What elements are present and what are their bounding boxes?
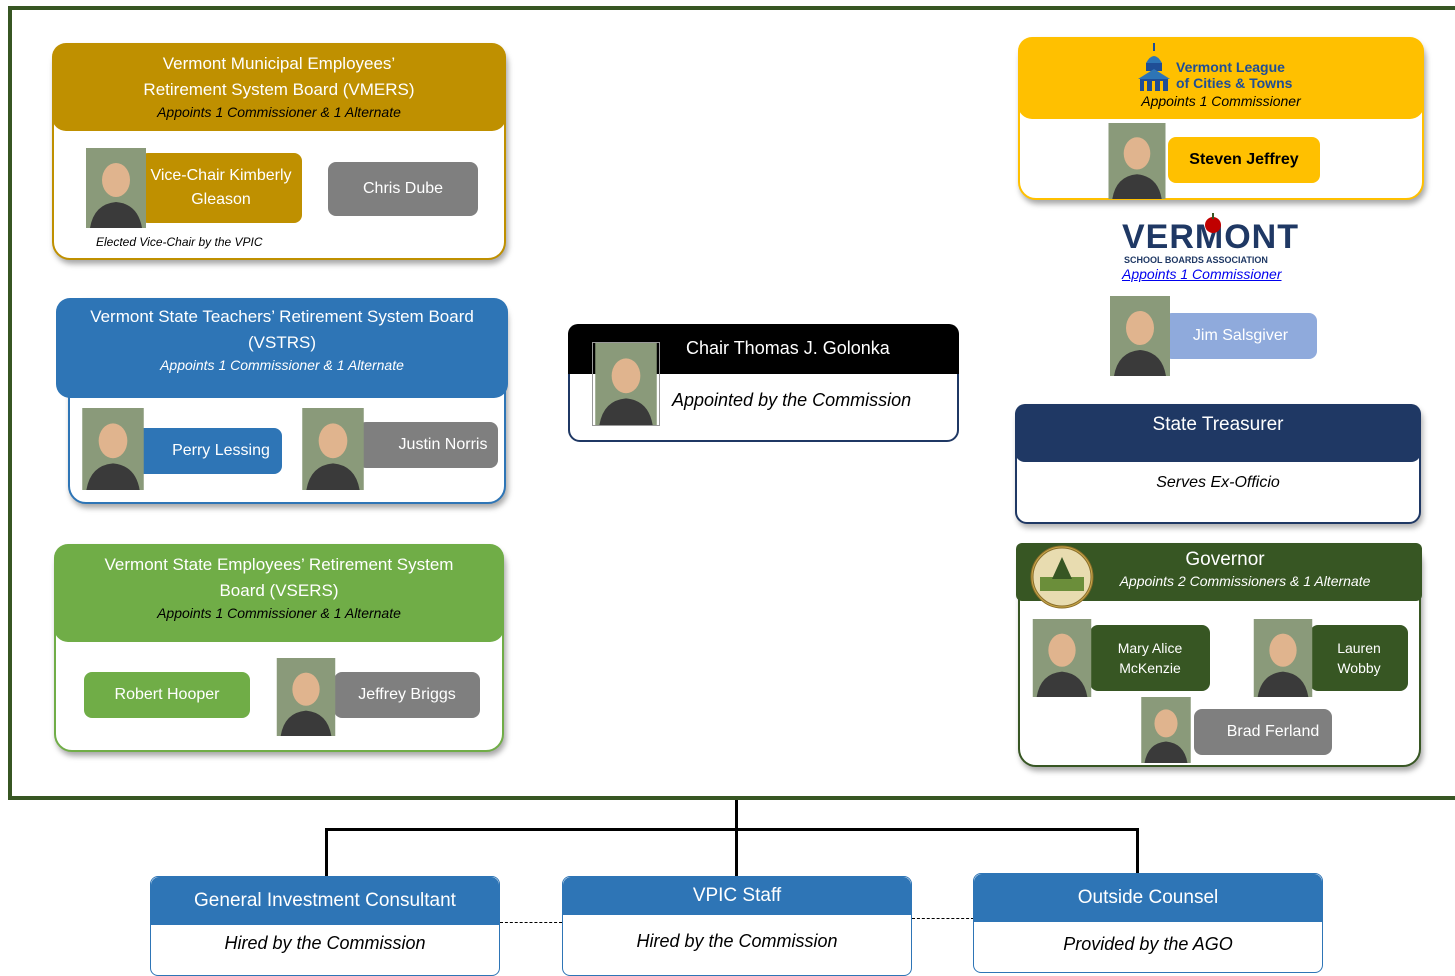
commission-frame bbox=[8, 6, 1455, 800]
vstrs-subtitle: Appoints 1 Commissioner & 1 Alternate bbox=[160, 357, 404, 373]
dashed-link-left bbox=[500, 922, 562, 923]
governor-subtitle: Appoints 2 Commissioners & 1 Alternate bbox=[1119, 573, 1371, 589]
connector-bar bbox=[325, 828, 1139, 831]
chair-card: Chair Thomas J. Golonka Appointed by the… bbox=[568, 324, 959, 442]
vsba-member: Jim Salsgiver bbox=[1164, 313, 1317, 359]
vsers-subtitle: Appoints 1 Commissioner & 1 Alternate bbox=[157, 605, 401, 621]
vsers-header: Vermont State Employees’ Retirement Syst… bbox=[54, 544, 504, 642]
consultant-subtitle: Hired by the Commission bbox=[224, 933, 426, 953]
governor-title: Governor bbox=[1185, 549, 1265, 570]
dashed-link-right bbox=[912, 918, 974, 919]
league-logo-line1: Vermont League bbox=[1176, 59, 1285, 75]
governor-card: Governor Appoints 2 Commissioners & 1 Al… bbox=[1016, 543, 1422, 767]
treasurer-header bbox=[1015, 404, 1421, 462]
chair-subtitle: Appointed by the Commission bbox=[672, 390, 912, 410]
counsel-subtitle: Provided by the AGO bbox=[1063, 934, 1233, 954]
governor-member-3-photo bbox=[1136, 697, 1196, 763]
vsers-member-2-photo bbox=[276, 658, 336, 736]
vmers-card: Vermont Municipal Employees’ Retirement … bbox=[52, 43, 506, 260]
vsba-apple-icon bbox=[1202, 212, 1224, 234]
treasurer-card: State Treasurer Serves Ex-Officio bbox=[1015, 404, 1421, 524]
vstrs-member-1: Perry Lessing bbox=[136, 428, 282, 474]
chair-photo bbox=[592, 342, 660, 426]
treasurer-title: State Treasurer bbox=[1152, 414, 1284, 435]
league-member: Steven Jeffrey bbox=[1168, 137, 1320, 183]
vsers-card: Vermont State Employees’ Retirement Syst… bbox=[54, 544, 504, 752]
governor-member-1-photo bbox=[1030, 619, 1094, 697]
vsba-logo-sub: SCHOOL BOARDS ASSOCIATION bbox=[1124, 255, 1268, 265]
vmers-subtitle: Appoints 1 Commissioner & 1 Alternate bbox=[157, 104, 401, 120]
vmers-member-2: Chris Dube bbox=[328, 162, 478, 216]
vmers-header: Vermont Municipal Employees’ Retirement … bbox=[52, 43, 506, 131]
vsba-member-photo bbox=[1108, 296, 1172, 376]
league-member-photo bbox=[1106, 123, 1168, 199]
vmers-member-1: Vice-Chair Kimberly Gleason bbox=[140, 153, 302, 223]
staff-title: VPIC Staff bbox=[563, 877, 911, 915]
vstrs-header: Vermont State Teachers’ Retirement Syste… bbox=[56, 298, 508, 398]
governor-member-3: Brad Ferland bbox=[1194, 709, 1332, 755]
vstrs-member-1-photo bbox=[78, 408, 148, 490]
consultant-box: General Investment Consultant Hired by t… bbox=[150, 876, 500, 976]
league-subtitle: Appoints 1 Commissioner bbox=[1141, 93, 1301, 109]
treasurer-subtitle: Serves Ex-Officio bbox=[1156, 474, 1280, 491]
governor-member-1: Mary Alice McKenzie bbox=[1090, 625, 1210, 691]
vsers-member-1: Robert Hooper bbox=[84, 672, 250, 718]
staff-subtitle: Hired by the Commission bbox=[636, 931, 838, 951]
counsel-title: Outside Counsel bbox=[974, 874, 1322, 922]
vsba-subtitle[interactable]: Appoints 1 Commissioner bbox=[1122, 266, 1282, 282]
league-header bbox=[1018, 37, 1424, 119]
league-logo-line2: of Cities & Towns bbox=[1176, 75, 1293, 91]
vstrs-member-2: Justin Norris bbox=[358, 422, 498, 468]
vsers-member-2: Jeffrey Briggs bbox=[334, 672, 480, 718]
staff-box: VPIC Staff Hired by the Commission bbox=[562, 876, 912, 976]
league-logo-icon bbox=[1136, 43, 1172, 93]
governor-member-2: Lauren Wobby bbox=[1310, 625, 1408, 691]
vsers-title: Vermont State Employees’ Retirement Syst… bbox=[104, 555, 454, 600]
chair-title: Chair Thomas J. Golonka bbox=[686, 338, 890, 358]
vstrs-card: Vermont State Teachers’ Retirement Syste… bbox=[56, 298, 508, 504]
connector-right bbox=[1136, 828, 1139, 874]
counsel-box: Outside Counsel Provided by the AGO bbox=[973, 873, 1323, 973]
vstrs-title: Vermont State Teachers’ Retirement Syste… bbox=[90, 307, 474, 352]
league-card: Vermont League of Cities & Towns Appoint… bbox=[1018, 37, 1424, 200]
consultant-title: General Investment Consultant bbox=[151, 877, 499, 925]
connector-left bbox=[325, 828, 328, 878]
vmers-member-1-photo bbox=[86, 147, 146, 229]
governor-member-2-photo bbox=[1252, 619, 1314, 697]
vmers-note: Elected Vice-Chair by the VPIC bbox=[96, 235, 263, 249]
connector-trunk bbox=[735, 800, 738, 878]
governor-seal-icon bbox=[1030, 545, 1094, 609]
vstrs-member-2-photo bbox=[298, 408, 368, 490]
vmers-title: Vermont Municipal Employees’ Retirement … bbox=[143, 54, 415, 99]
